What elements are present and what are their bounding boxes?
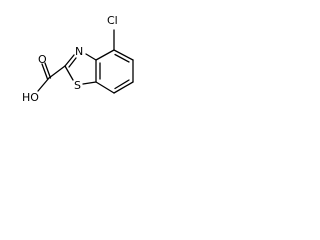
- bond-n3-c3a: [85, 53, 97, 61]
- bond-c3a-c4: [95, 49, 115, 61]
- bond-c6-c7-inner: [114, 79, 130, 90]
- atom-label-sulfur: S: [74, 79, 81, 92]
- atom-label-hydroxyl: HO: [22, 91, 39, 104]
- atom-label-carbonyl-oxygen: O: [38, 53, 47, 66]
- molecule-diagram: Cl N S O HO: [22, 14, 134, 104]
- bond-s1-c7a: [82, 81, 97, 85]
- bond-carboxyl-c-oh: [37, 77, 50, 92]
- bond-c6-c7: [113, 81, 134, 94]
- bond-lines: [37, 29, 134, 94]
- atom-labels: Cl N S O HO: [22, 14, 118, 104]
- atom-label-chlorine: Cl: [107, 14, 118, 27]
- bond-carboxyl-c-o-double-1: [41, 63, 49, 80]
- atom-label-nitrogen: N: [75, 45, 83, 58]
- structure-canvas: Cl N S O HO: [0, 0, 160, 115]
- bond-c2-carboxyl: [48, 65, 66, 79]
- bond-c4-c5: [113, 49, 134, 61]
- bond-c2-s1: [64, 65, 74, 81]
- bond-c2-n3-inner: [68, 57, 77, 68]
- bond-c7-c7a: [95, 81, 115, 94]
- bond-c4-c5-inner: [114, 53, 130, 63]
- bond-carboxyl-c-o-double-2: [44, 62, 52, 79]
- bond-c2-n3-outer: [64, 54, 75, 67]
